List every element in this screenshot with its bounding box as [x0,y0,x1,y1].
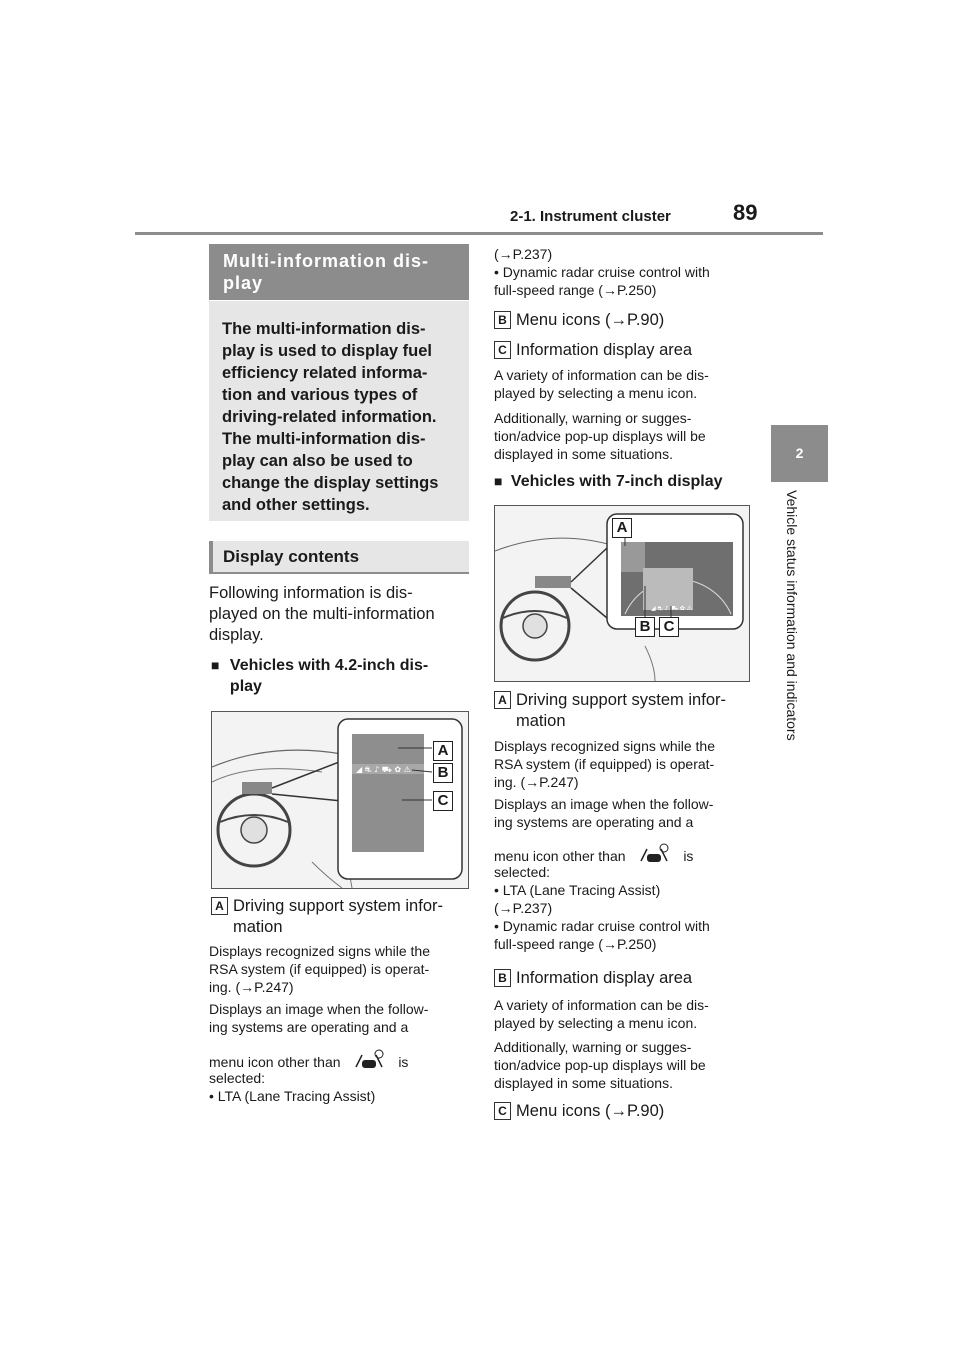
header-rule [135,232,823,235]
subheading-42-label: Vehicles with 4.2-inch dis- play [229,657,429,695]
item-a2-text3-post: is [683,848,694,864]
item-a-text3-post: is [398,1054,409,1070]
item-a-text1: Displays recognized signs while the RSA … [209,943,430,995]
square-bullet-icon: ■ [494,473,503,489]
item-a2-text3: menu icon other than is [494,843,693,867]
item-a-text2: Displays an image when the follow- ing s… [209,1001,429,1035]
item-a-heading: A Driving support system infor- mation [211,896,443,938]
figure-label-b: B [635,617,655,637]
intro-paragraph: Following information is dis- played on … [209,584,435,644]
item-a2-text3-pre: menu icon other than [494,848,626,864]
subheading-7: ■ Vehicles with 7-inch display [494,471,723,492]
intro-box: The multi-information dis- play is used … [209,301,469,521]
item-b2-title: Information display area [516,969,693,987]
section-heading: Multi-information dis- play [209,244,469,300]
continued-list: (→P.237) • Dynamic radar cruise control … [494,246,710,298]
item-a-text3: menu icon other than is [209,1049,408,1073]
subheading-7-label: Vehicles with 7-inch display [510,473,723,490]
item-b-heading: B Menu icons (→P.90) [494,310,664,331]
square-bullet-icon: ■ [211,657,220,673]
lta-car-icon [352,1049,386,1073]
figure-label-b: B [433,763,453,783]
page-number: 89 [733,200,758,225]
chapter-title: Vehicle status information and indicator… [784,490,800,741]
item-a2-text2: Displays an image when the follow- ing s… [494,796,714,830]
badge-b: B [494,311,511,329]
figure-label-a: A [433,741,453,761]
item-a2-title: Driving support system infor- mation [516,691,726,730]
item-b2-text2: Additionally, warning or sugges- tion/ad… [494,1039,706,1091]
figure-42-inch: ◢ ⛐ ♪ ⛟ ✿ ⚠ A B C [211,711,469,889]
item-a-title: Driving support system infor- mation [233,897,443,936]
item-c-heading: C Information display area [494,340,692,361]
badge-b2: B [494,969,511,987]
figure-label-c: C [433,791,453,811]
svg-text:◢ ⛐ ♪ ⛟ ✿ ⚠: ◢ ⛐ ♪ ⛟ ✿ ⚠ [651,605,693,612]
item-b2-text1: A variety of information can be dis- pla… [494,997,709,1031]
dashboard-illustration: ◢ ⛐ ♪ ⛟ ✿ ⚠ [212,712,468,888]
item-a2-text4: selected: • LTA (Lane Tracing Assist) (→… [494,864,710,952]
section-title: 2-1. Instrument cluster [510,208,671,225]
svg-text:◢ ⛐ ♪ ⛟ ✿ ⚠: ◢ ⛐ ♪ ⛟ ✿ ⚠ [356,765,411,774]
item-a2-text1: Displays recognized signs while the RSA … [494,738,715,790]
chapter-tab: 2 [771,425,828,482]
figure-label-c: C [659,617,679,637]
item-a2-heading: A Driving support system infor- mation [494,690,726,732]
item-c2-title: Menu icons (→P.90) [516,1102,665,1120]
display-contents-heading: Display contents [209,541,469,574]
badge-a2: A [494,691,511,709]
figure-7-inch: ◢ ⛐ ♪ ⛟ ✿ ⚠ A B C [494,505,750,682]
item-c2-heading: C Menu icons (→P.90) [494,1101,664,1122]
item-a-text4: selected: • LTA (Lane Tracing Assist) [209,1070,376,1104]
badge-a: A [211,897,228,915]
item-c-title: Information display area [516,341,693,359]
badge-c2: C [494,1102,511,1120]
item-c-text2: Additionally, warning or sugges- tion/ad… [494,410,706,462]
subheading-42: ■ Vehicles with 4.2-inch dis- play [211,655,428,697]
figure-label-a: A [612,518,632,538]
item-c-text1: A variety of information can be dis- pla… [494,367,709,401]
badge-c: C [494,341,511,359]
lta-car-icon [637,843,671,867]
item-b-title: Menu icons (→P.90) [516,311,665,329]
item-a-text3-pre: menu icon other than [209,1054,341,1070]
item-b2-heading: B Information display area [494,968,692,989]
